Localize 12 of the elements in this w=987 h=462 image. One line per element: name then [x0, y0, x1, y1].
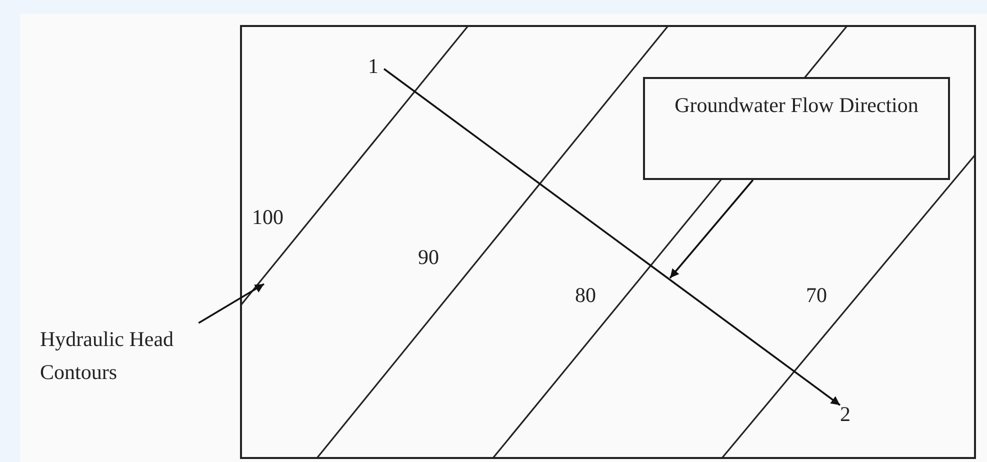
callout-box — [643, 77, 950, 180]
point-label: 1 — [368, 53, 380, 80]
contour-value-label: 90 — [418, 247, 439, 268]
contour-value-label: 100 — [252, 207, 284, 228]
annotation-text: Hydraulic Head Contours — [40, 326, 175, 386]
flow-arrow — [383, 68, 841, 406]
contour-value-label: 70 — [806, 285, 827, 306]
leader-arrow — [669, 179, 754, 279]
contour-value-label: 80 — [575, 285, 596, 306]
callout-text: Groundwater Flow Direction — [674, 92, 920, 119]
leader-arrow — [198, 283, 264, 324]
point-label: 2 — [840, 401, 852, 428]
